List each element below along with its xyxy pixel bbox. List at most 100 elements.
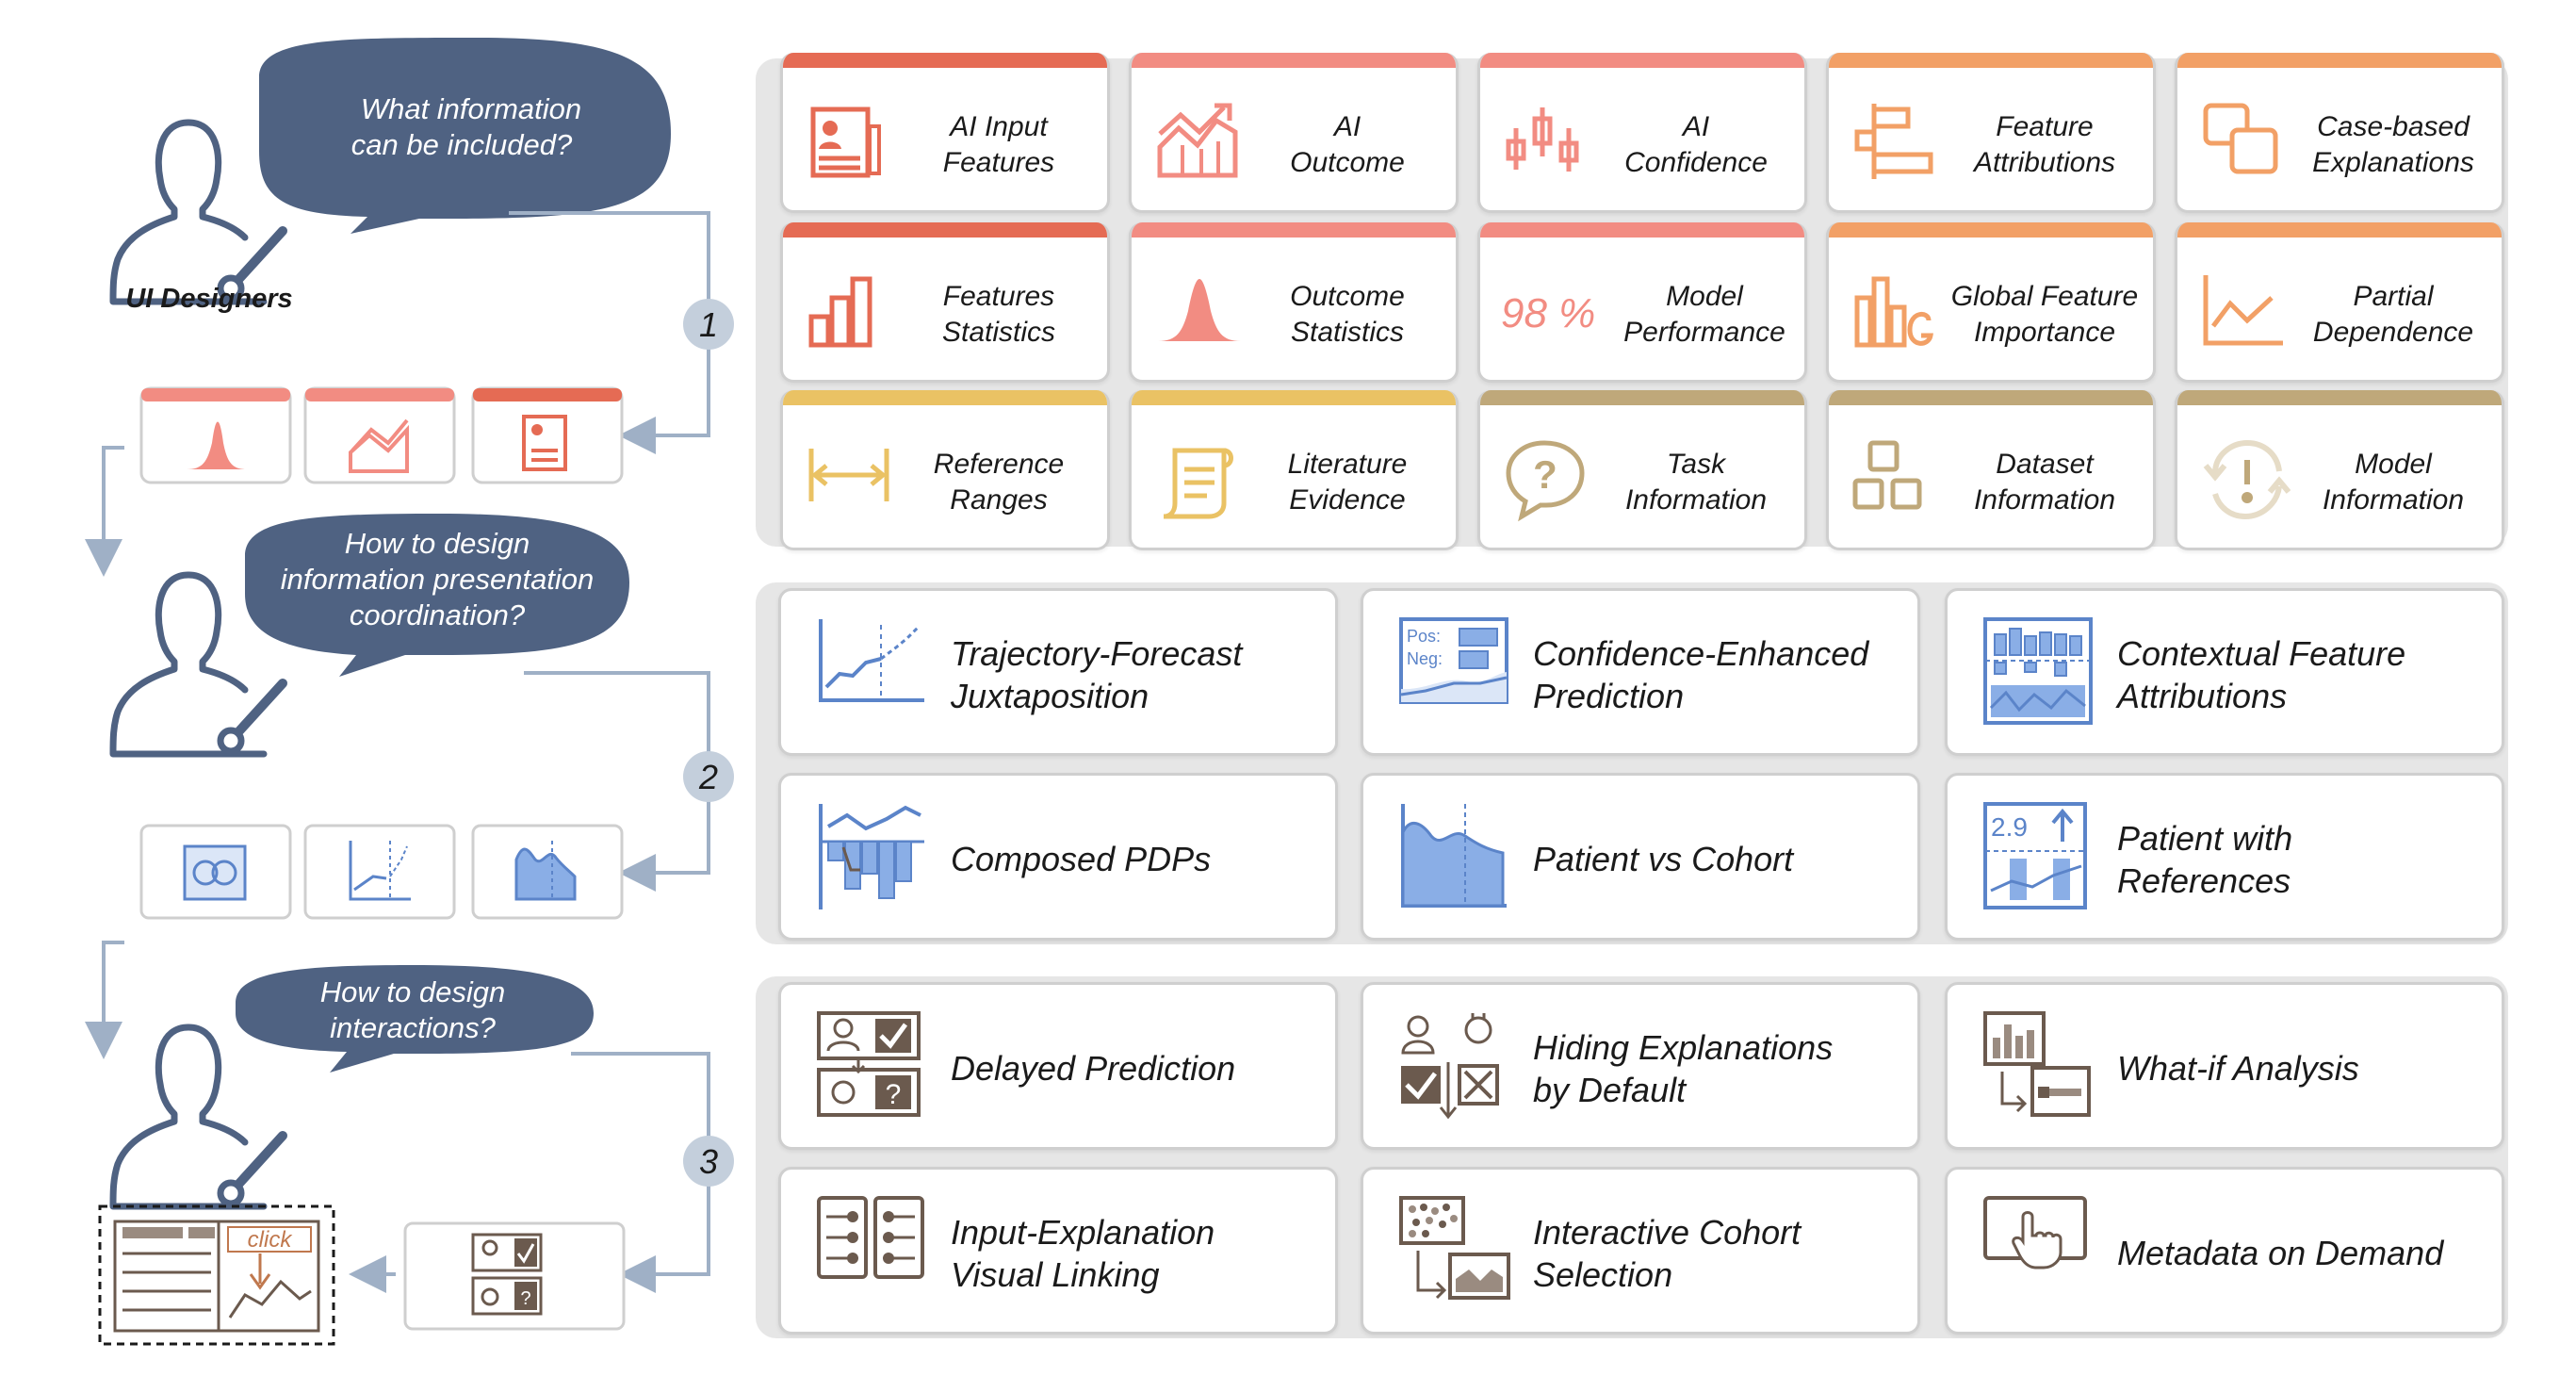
card-label-line: by Default — [1533, 1071, 1687, 1109]
category-bar — [2177, 222, 2502, 238]
card-label-line: Statistics — [1290, 316, 1405, 348]
category-bar — [1132, 53, 1456, 68]
card-label-line: Dependence — [2312, 316, 2474, 348]
interaction-card-delayed-prediction: ?Delayed Prediction — [778, 982, 1338, 1150]
contextual-attribution-icon — [1983, 617, 2093, 725]
confidence-candlestick-icon — [1506, 107, 1579, 172]
card-label-line: Composed PDPs — [951, 840, 1212, 878]
card-label-line: Ranges — [950, 483, 1048, 516]
card-label-line: Trajectory-Forecast — [951, 634, 1243, 673]
step-number: 1 — [699, 305, 718, 344]
card-label: AI Confidence — [1593, 109, 1799, 180]
bubble-line: information presentation — [281, 563, 595, 596]
category-bar — [1480, 53, 1804, 68]
card-label-line: AI — [1333, 111, 1361, 142]
trajectory-forecast-icon — [819, 619, 924, 702]
line-chart-icon — [2203, 275, 2283, 346]
card-label-line: Attributions — [1973, 146, 2116, 178]
presentation-card-composed-pdps: Composed PDPs — [778, 773, 1338, 941]
question-bubble — [245, 514, 629, 677]
card-label: Patient vs Cohort — [1533, 838, 1793, 880]
patient-reference-icon: 2.9 — [1983, 802, 2087, 909]
category-bar — [1829, 53, 2153, 68]
category-bar — [1829, 390, 2153, 405]
step-badge — [683, 1136, 734, 1187]
sketch-label: click — [248, 1227, 294, 1253]
svg-text:Neg:: Neg: — [1407, 649, 1443, 668]
bar-chart-icon — [808, 276, 872, 348]
card-label-line: Visual Linking — [951, 1255, 1160, 1294]
category-bar — [1829, 222, 2153, 238]
card-label: AI Outcome — [1245, 109, 1450, 180]
selected-interaction-card: ? — [403, 1221, 626, 1331]
category-bar — [1480, 222, 1804, 238]
importance-icon — [1854, 276, 1933, 348]
cohort-selection-icon — [1399, 1196, 1510, 1300]
step-badge — [683, 299, 734, 350]
case-squares-icon — [2203, 103, 2278, 174]
card-label-line: Model — [1666, 281, 1743, 312]
card-label-line: Task — [1666, 449, 1726, 480]
metadata-click-icon — [1983, 1196, 2087, 1270]
card-label-line: Delayed Prediction — [951, 1049, 1236, 1088]
svg-text:?: ? — [1533, 452, 1557, 497]
bubble-line: How to design — [320, 975, 505, 1008]
card-label-line: Model — [2355, 449, 2432, 480]
card-label-line: Confidence — [1624, 146, 1768, 178]
card-label-line: Attributions — [2117, 677, 2288, 715]
presentation-card-patient-vs-cohort: Patient vs Cohort — [1361, 773, 1920, 941]
card-label-line: Performance — [1623, 316, 1785, 348]
card-label-line: Interactive Cohort — [1533, 1213, 1802, 1252]
card-label-line: Juxtaposition — [951, 677, 1149, 715]
interaction-card-hiding-explanations-by-default: Hiding Explanations by Default — [1361, 982, 1920, 1150]
model-cycle-icon — [2203, 439, 2291, 520]
card-label-line: Information — [1624, 483, 1768, 516]
design-flow: What information can be included? UI Des… — [85, 38, 734, 1346]
hiding-explanations-icon — [1401, 1013, 1499, 1120]
confidence-prediction-icon: Pos:Neg: — [1399, 617, 1508, 704]
info-card-ai-outcome: AI Outcome — [1129, 53, 1459, 213]
outcome-chart-icon — [1157, 103, 1238, 178]
card-label-line: Outcome — [1290, 281, 1405, 312]
patient-cohort-icon — [1401, 804, 1507, 908]
question-bubble — [259, 38, 671, 234]
interaction-card-what-if-analysis: What-if Analysis — [1945, 982, 2504, 1150]
bubble-line: interactions? — [330, 1011, 497, 1044]
bubble-line: can be included? — [351, 128, 573, 161]
interface-sketch: click — [98, 1204, 335, 1346]
question-bubble-icon: ? — [1506, 440, 1585, 522]
scroll-icon — [1163, 448, 1233, 519]
card-label-line: AI Input — [950, 111, 1048, 142]
bubble-line: How to design — [345, 527, 530, 560]
card-label-line: Outcome — [1290, 146, 1405, 178]
card-label-line: Patient with — [2117, 819, 2293, 858]
bubble-line: What information — [361, 92, 581, 125]
category-bar — [1480, 390, 1804, 405]
card-label-line: Hiding Explanations — [1533, 1028, 1834, 1067]
step-number: 2 — [698, 758, 718, 796]
card-label-line: What-if Analysis — [2117, 1049, 2359, 1088]
card-label-line: AI — [1682, 111, 1710, 142]
